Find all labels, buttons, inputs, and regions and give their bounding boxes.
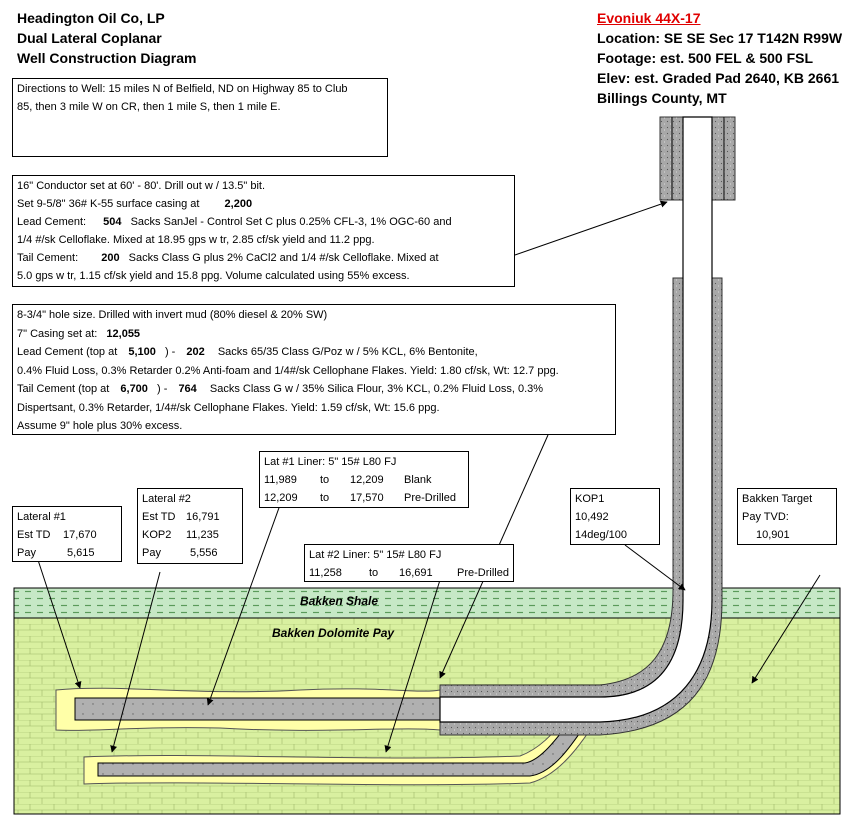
header-right: Evoniuk 44X-17 Location: SE SE Sec 17 T1… xyxy=(597,8,842,108)
arrow-lat2-liner xyxy=(384,579,441,753)
lateral1-liner xyxy=(74,697,469,721)
well-name: Evoniuk 44X-17 xyxy=(597,10,701,26)
well-footage: Footage: est. 500 FEL & 500 FSL xyxy=(597,50,814,66)
surface-casing-box: 16" Conductor set at 60' - 80'. Drill ou… xyxy=(12,175,515,287)
surface-casing-line-4: 1/4 #/sk Celloflake. Mixed at 18.95 gps … xyxy=(17,234,375,246)
arrow-lat1-liner xyxy=(206,504,281,706)
surface-casing-line-6: 5.0 gps w tr, 1.15 cf/sk yield and 15.8 … xyxy=(17,270,410,282)
intermediate-line-2: 7" Casing set at: 12,055 xyxy=(17,327,141,340)
directions-box: Directions to Well: 15 miles N of Belfie… xyxy=(12,78,388,157)
lead-cement-line: Lead Cement: 504 Sacks SanJel - Control … xyxy=(17,216,452,228)
arrow-kop1 xyxy=(624,544,686,591)
well-location: Location: SE SE Sec 17 T142N R99W xyxy=(597,30,843,46)
directions-line-2: 85, then 3 mile W on CR, then 1 mile S, … xyxy=(17,101,281,113)
well-county: Billings County, MT xyxy=(597,90,727,106)
surface-casing-line-2: Set 9-5/8" 36# K-55 surface casing at 2,… xyxy=(17,198,253,210)
tail-cement-line: Tail Cement: 200 Sacks Class G plus 2% C… xyxy=(17,252,439,264)
lat2-liner-title: Lat #2 Liner: 5" 15# L80 FJ xyxy=(309,549,442,561)
kop1-title: KOP1 xyxy=(575,493,605,505)
surface-casing-line-1: 16" Conductor set at 60' - 80'. Drill ou… xyxy=(17,180,266,192)
header-left: Headington Oil Co, LP Dual Lateral Copla… xyxy=(17,8,196,68)
company-name: Headington Oil Co, LP xyxy=(17,10,165,26)
intermediate-line-4: 0.4% Fluid Loss, 0.3% Retarder 0.2% Anti… xyxy=(17,364,559,377)
intermediate-tail-line: Tail Cement (top at 6,700 ) - 764 Sacks … xyxy=(17,383,544,395)
intermediate-line-6: Dispertsant, 0.3% Retarder, 1/4#/sk Cell… xyxy=(17,401,440,414)
intermediate-line-7: Assume 9" hole plus 30% excess. xyxy=(17,420,183,432)
well-type: Dual Lateral Coplanar xyxy=(17,30,162,46)
bakken-target-label: Pay TVD: xyxy=(742,511,789,523)
bakken-target-box: Bakken Target Pay TVD: 10,901 xyxy=(737,488,837,545)
shale-label: Bakken Shale xyxy=(300,594,379,608)
directions-line-1: Directions to Well: 15 miles N of Belfie… xyxy=(17,83,348,95)
kop1-depth: 10,492 xyxy=(575,511,609,523)
bakken-target-title: Bakken Target xyxy=(742,493,813,505)
diagram-title: Well Construction Diagram xyxy=(17,50,197,66)
arrow-bakken-target xyxy=(751,574,821,684)
kop1-rate: 14deg/100 xyxy=(575,529,627,541)
lat1-liner-title: Lat #1 Liner: 5" 15# L80 FJ xyxy=(264,456,397,468)
kop1-box: KOP1 10,492 14deg/100 xyxy=(570,488,660,545)
casing-bore xyxy=(439,116,713,723)
intermediate-line-1: 8-3/4" hole size. Drilled with invert mu… xyxy=(17,309,328,321)
well-elevation: Elev: est. Graded Pad 2640, KB 2661 xyxy=(597,70,840,86)
intermediate-casing-box: 8-3/4" hole size. Drilled with invert mu… xyxy=(12,304,616,435)
arrow-surface-casing xyxy=(514,200,668,256)
lateral1-title: Lateral #1 xyxy=(17,511,66,523)
arrow-lateral2 xyxy=(110,571,161,753)
dolomite-label: Bakken Dolomite Pay xyxy=(272,626,395,640)
bakken-target-value: 10,901 xyxy=(756,529,790,541)
arrow-lateral1 xyxy=(37,559,82,689)
intermediate-lead-line: Lead Cement (top at 5,100 ) - 202 Sacks … xyxy=(17,346,478,358)
lateral2-title: Lateral #2 xyxy=(142,493,191,505)
